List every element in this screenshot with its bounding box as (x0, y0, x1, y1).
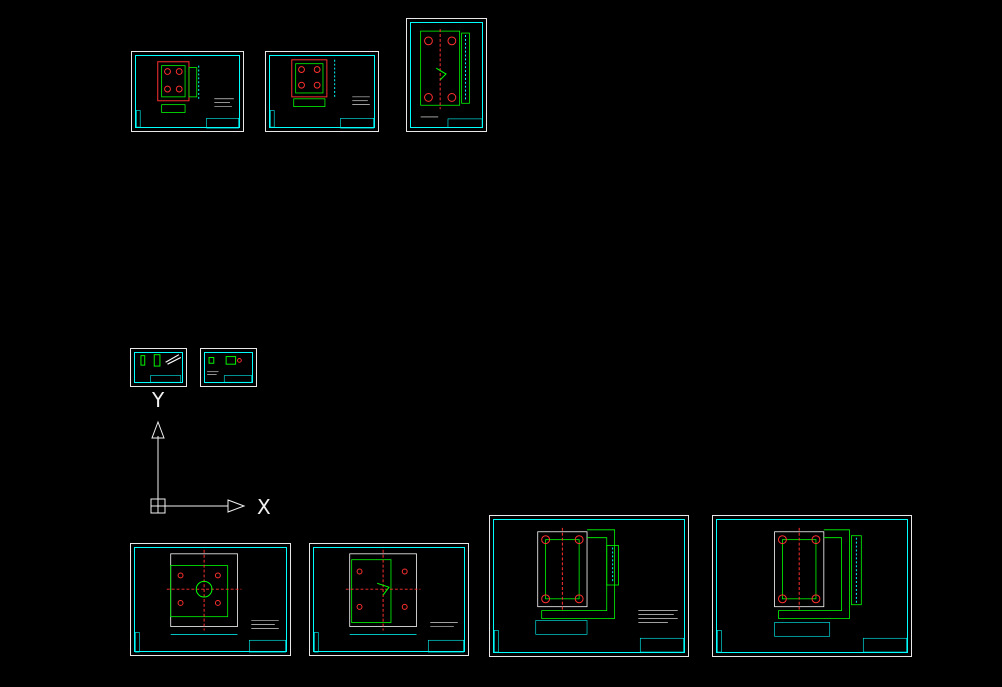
sheet-frame (204, 352, 253, 383)
sheet-frame (716, 519, 908, 653)
sheet-9-geometry (717, 527, 907, 653)
sheet-5-geometry (207, 356, 253, 383)
sheet-4-geometry (140, 354, 182, 383)
sheet-frame (135, 55, 240, 128)
ucs-x-label: X (257, 495, 271, 519)
drawing-sheet-6[interactable] (130, 543, 291, 656)
sheet-6-geometry (135, 549, 286, 653)
sheet-3-geometry (420, 29, 483, 128)
sheet-1-geometry (136, 61, 239, 129)
sheet-frame (269, 55, 375, 128)
drawing-sheet-5[interactable] (200, 348, 257, 387)
drawing-sheet-3[interactable] (406, 18, 487, 132)
sheet-frame (134, 547, 287, 652)
sheet-frame (410, 22, 483, 128)
sheet-8-geometry (494, 527, 684, 653)
sheet-frame (493, 519, 685, 653)
sheet-2-geometry (270, 59, 374, 129)
drawing-sheet-7[interactable] (309, 543, 469, 656)
drawing-sheet-2[interactable] (265, 51, 379, 132)
drawing-sheet-9[interactable] (712, 515, 912, 657)
sheet-7-geometry (314, 549, 464, 653)
drawing-sheet-8[interactable] (489, 515, 689, 657)
ucs-y-label: Y (152, 388, 165, 412)
drawing-sheet-4[interactable] (130, 348, 187, 387)
sheet-frame (313, 547, 465, 652)
drawing-sheet-1[interactable] (131, 51, 244, 132)
ucs-axis-icon (150, 420, 246, 514)
sheet-frame (134, 352, 183, 383)
